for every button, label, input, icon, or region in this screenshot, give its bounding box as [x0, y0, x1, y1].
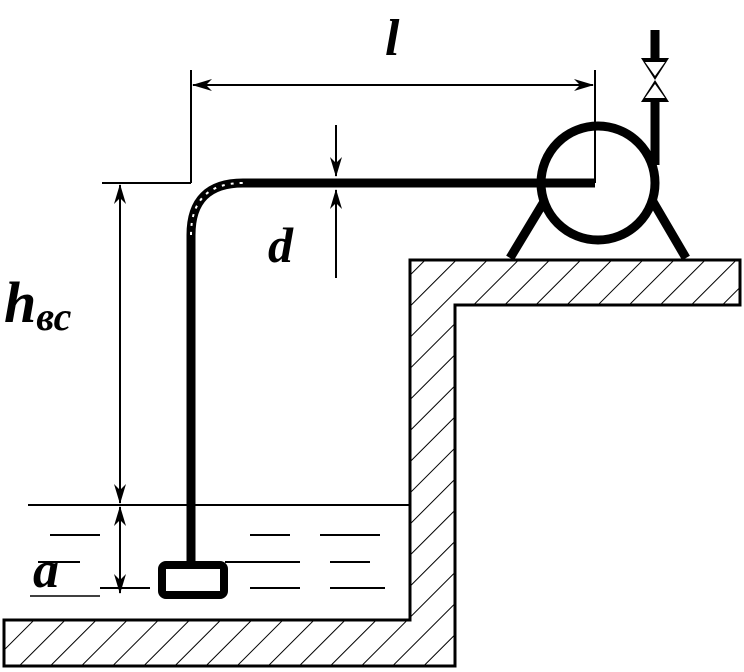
pump-leg-left	[506, 197, 549, 261]
pump	[506, 30, 690, 261]
dimension-length	[190, 70, 596, 183]
dimension-suction-height	[102, 182, 191, 504]
pump-leg-right	[648, 197, 690, 261]
suction-height-label: hвс	[4, 270, 72, 339]
length-label: l	[385, 10, 400, 67]
suction-height-subscript: вс	[36, 294, 71, 339]
ground-structure	[2, 258, 742, 668]
suction-height-main: h	[4, 270, 36, 335]
immersion-label: a	[33, 542, 59, 599]
floor-hatch	[2, 258, 742, 668]
valve-icon	[641, 58, 669, 102]
pipe-bend-marks	[190, 182, 244, 236]
diameter-label: d	[268, 217, 294, 273]
intake-strainer	[158, 561, 228, 599]
suction-pipe	[186, 178, 595, 565]
pipe-path	[186, 178, 595, 565]
water-surface	[28, 504, 410, 597]
